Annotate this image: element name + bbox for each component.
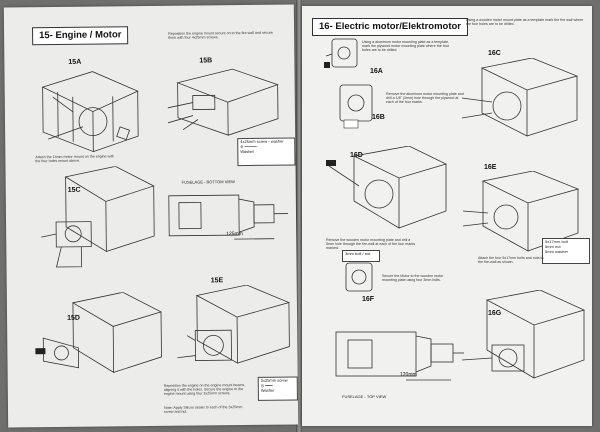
fuselage-top-view-drawing [335,331,464,381]
page-fold [296,0,302,432]
section-title-electric: 16- Electric motor/Elektromotor [312,18,469,36]
hardware-box-16e: 5x17mm bolt 5mm nut 5mm washer [542,238,590,264]
hardware-row-nut: 5mm nut [545,244,561,249]
hardware-row-bolt: 5x17mm bolt [545,239,568,244]
engine-position-drawing-15d [35,291,163,374]
step-note-15b: Reposition the engine mount secure on to… [168,30,273,41]
step-label-16a: 16A [370,68,383,75]
step-label-16e: 16E [484,164,497,171]
hardware-row-washer-15e: Washer [260,387,275,393]
step-label-16c: 16C [488,50,501,57]
right-page: 16- Electric motor/Elektromotor Using a … [302,6,592,426]
step-note-15d: Reposition the engine on the engine moun… [163,383,246,397]
step-label-15a: 15A [68,58,82,66]
step-note-16e: Attach the four 5x17mm bolts and nuts to… [478,256,544,265]
step-label-16b: 16B [372,114,385,121]
left-page: 15- Engine / Motor 15A 15B Reposition th… [3,4,299,428]
engine-install-drawing-15c [41,165,155,268]
fuselage-top-caption: FUSELAGE - TOP VIEW [342,394,387,399]
hardware-box-15b: 4x25mm screw - washer ⊕ ━━━━━ Washer [237,137,296,167]
section-title-engine: 15- Engine / Motor [32,26,129,46]
step-note-16f: Secure the Motor to the wooden motor mou… [382,274,444,283]
hardware-box-15e: 3x25mm screw ◎ ━━━ Washer [257,376,298,401]
step-note-15e: Note: Apply Silicon sealer to each of th… [163,405,243,415]
dimension-label-bottom: 125mm [226,231,243,238]
hardware-box-16f: 3mm bolt / nut [342,250,380,262]
fuselage-frame-drawing-15b [167,68,279,136]
engine-mounted-drawing-15e [177,284,291,364]
firewall-drill-drawing-16d [326,146,448,229]
step-label-16f: 16F [362,296,375,303]
step-label-15e: 15E [210,277,224,285]
hardware-row-washer-16e: 5mm washer [545,249,568,254]
step-note-16d: Remove the wooden motor mounting plate a… [326,238,416,251]
motor-mount-plate-drawing-16a [324,38,358,68]
step-label-15b: 15B [199,57,213,65]
motor-mounted-drawing-16g [462,290,586,379]
step-note-15a: Attach the 14mm motor mount on the engin… [35,154,114,164]
step-note-16b: Remove the aluminum motor mounting plate… [386,92,464,105]
dimension-label-top: 120mm [400,372,417,378]
fuselage-bottom-caption: FUSELAGE - BOTTOM VIEW [181,179,235,185]
motor-plate-drawing-16f [345,262,373,292]
step-note-16c: Using a wooden motor mount plate as a te… [466,18,584,27]
hardware-row-washer: Washer [240,148,254,155]
firewall-drawing-16c [462,58,579,137]
wooden-plate-drawing-16b [339,84,373,129]
step-label-16g: 16G [488,310,502,317]
step-note-16a: Using a aluminum motor mounting plate as… [362,40,450,53]
fuselage-bottom-view-drawing [168,194,288,240]
fuselage-frame-drawing-15a [41,71,139,153]
hardware-row-bolt-16f: 3mm bolt / nut [345,251,371,256]
